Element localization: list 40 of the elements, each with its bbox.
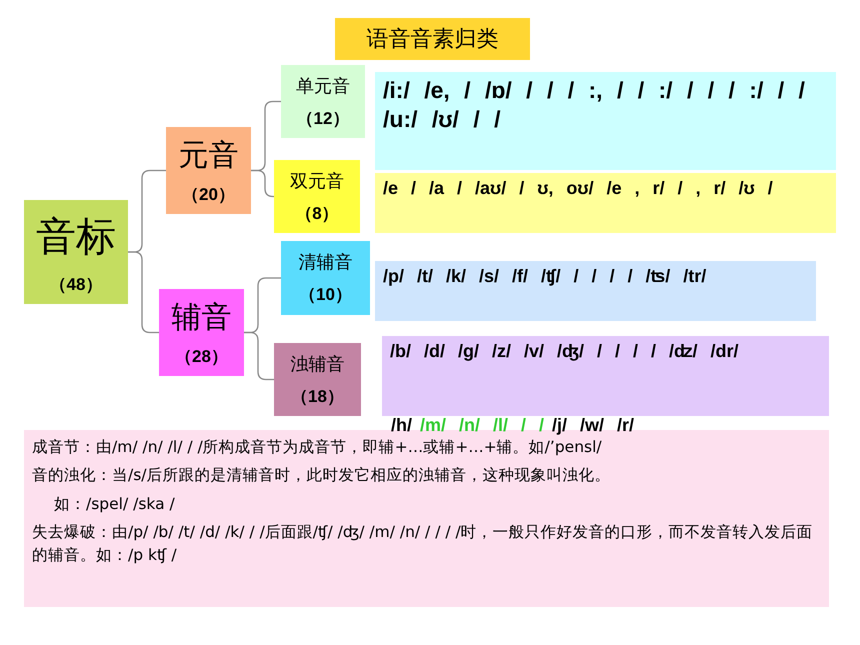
category-name: 元音 (178, 136, 238, 175)
brace-connector (244, 332, 274, 380)
category-box (159, 289, 244, 376)
category-box (166, 127, 251, 214)
phoneme-count: （20） (182, 184, 235, 206)
category-box (274, 160, 360, 233)
phoneme-count: （28） (175, 346, 228, 368)
phoneme-count: （10） (299, 284, 352, 306)
phoneme-list: /h/ (387, 415, 416, 435)
phoneme-list: /m/ /n/ /l/ / / (416, 415, 548, 435)
phoneme-list: /p/ /t/ /k/ /s/ /f/ /ʧ/ / / / / /ʦ/ /tr/ (375, 261, 816, 292)
note-text: 音的浊化：当/s/后所跟的是清辅音时，此时发它相应的浊辅音，这种现象叫浊化。 (32, 465, 612, 486)
note-text: 失去爆破：由/p/ /b/ /t/ /d/ /k/ / /后面跟/ʧ/ /ʤ/ /m/ /n/ / / / /时，一般只作好发音的口形，而不发音转入发后面的辅音。如：/p kʧ / (32, 522, 814, 566)
title: 语音音素归类 (335, 18, 530, 60)
brace-connector (251, 170, 274, 198)
phoneme-list: /j/ /w/ /r/ (548, 415, 638, 435)
phoneme-count: （8） (295, 202, 339, 224)
category-name: 双元音 (290, 170, 344, 192)
category-name: 浊辅音 (290, 352, 344, 376)
category-box (24, 200, 128, 304)
phoneme-list: /e / /a / /aʊ/ / ʊ, oʊ/ /e , r/ / , r/ /ʊ / (375, 173, 836, 204)
phoneme-box (375, 72, 836, 170)
category-name: 清辅音 (298, 250, 352, 274)
phoneme-count: （48） (50, 274, 102, 296)
phoneme-box (382, 336, 829, 416)
phoneme-list: /b/ /d/ /g/ /z/ /v/ /ʤ/ / / / / /ʣ/ /dr/ (382, 336, 829, 366)
category-box (274, 343, 361, 416)
brace-connector (128, 251, 159, 334)
category-box (281, 241, 370, 315)
phoneme-count: （18） (291, 386, 344, 408)
phoneme-count: （12） (296, 108, 350, 130)
note-text: 如：/spel/ /ska / (53, 494, 176, 515)
category-name: 音标 (36, 212, 116, 262)
phoneme-list: /i:/ /e, / /ɒ/ / / / :, / / :/ / / / :/ / / /u:/ /ʊ/ / / (375, 72, 836, 138)
category-name: 单元音 (296, 74, 350, 98)
phoneme-box (375, 173, 836, 233)
category-name: 辅音 (172, 298, 232, 337)
note-text: 成音节：由/m/ /n/ /l/ / /所构成音节为成音节，即辅+…或辅+…+辅。如/’pensl/ (32, 437, 603, 458)
phoneme-box (375, 261, 816, 321)
category-box (281, 65, 365, 138)
